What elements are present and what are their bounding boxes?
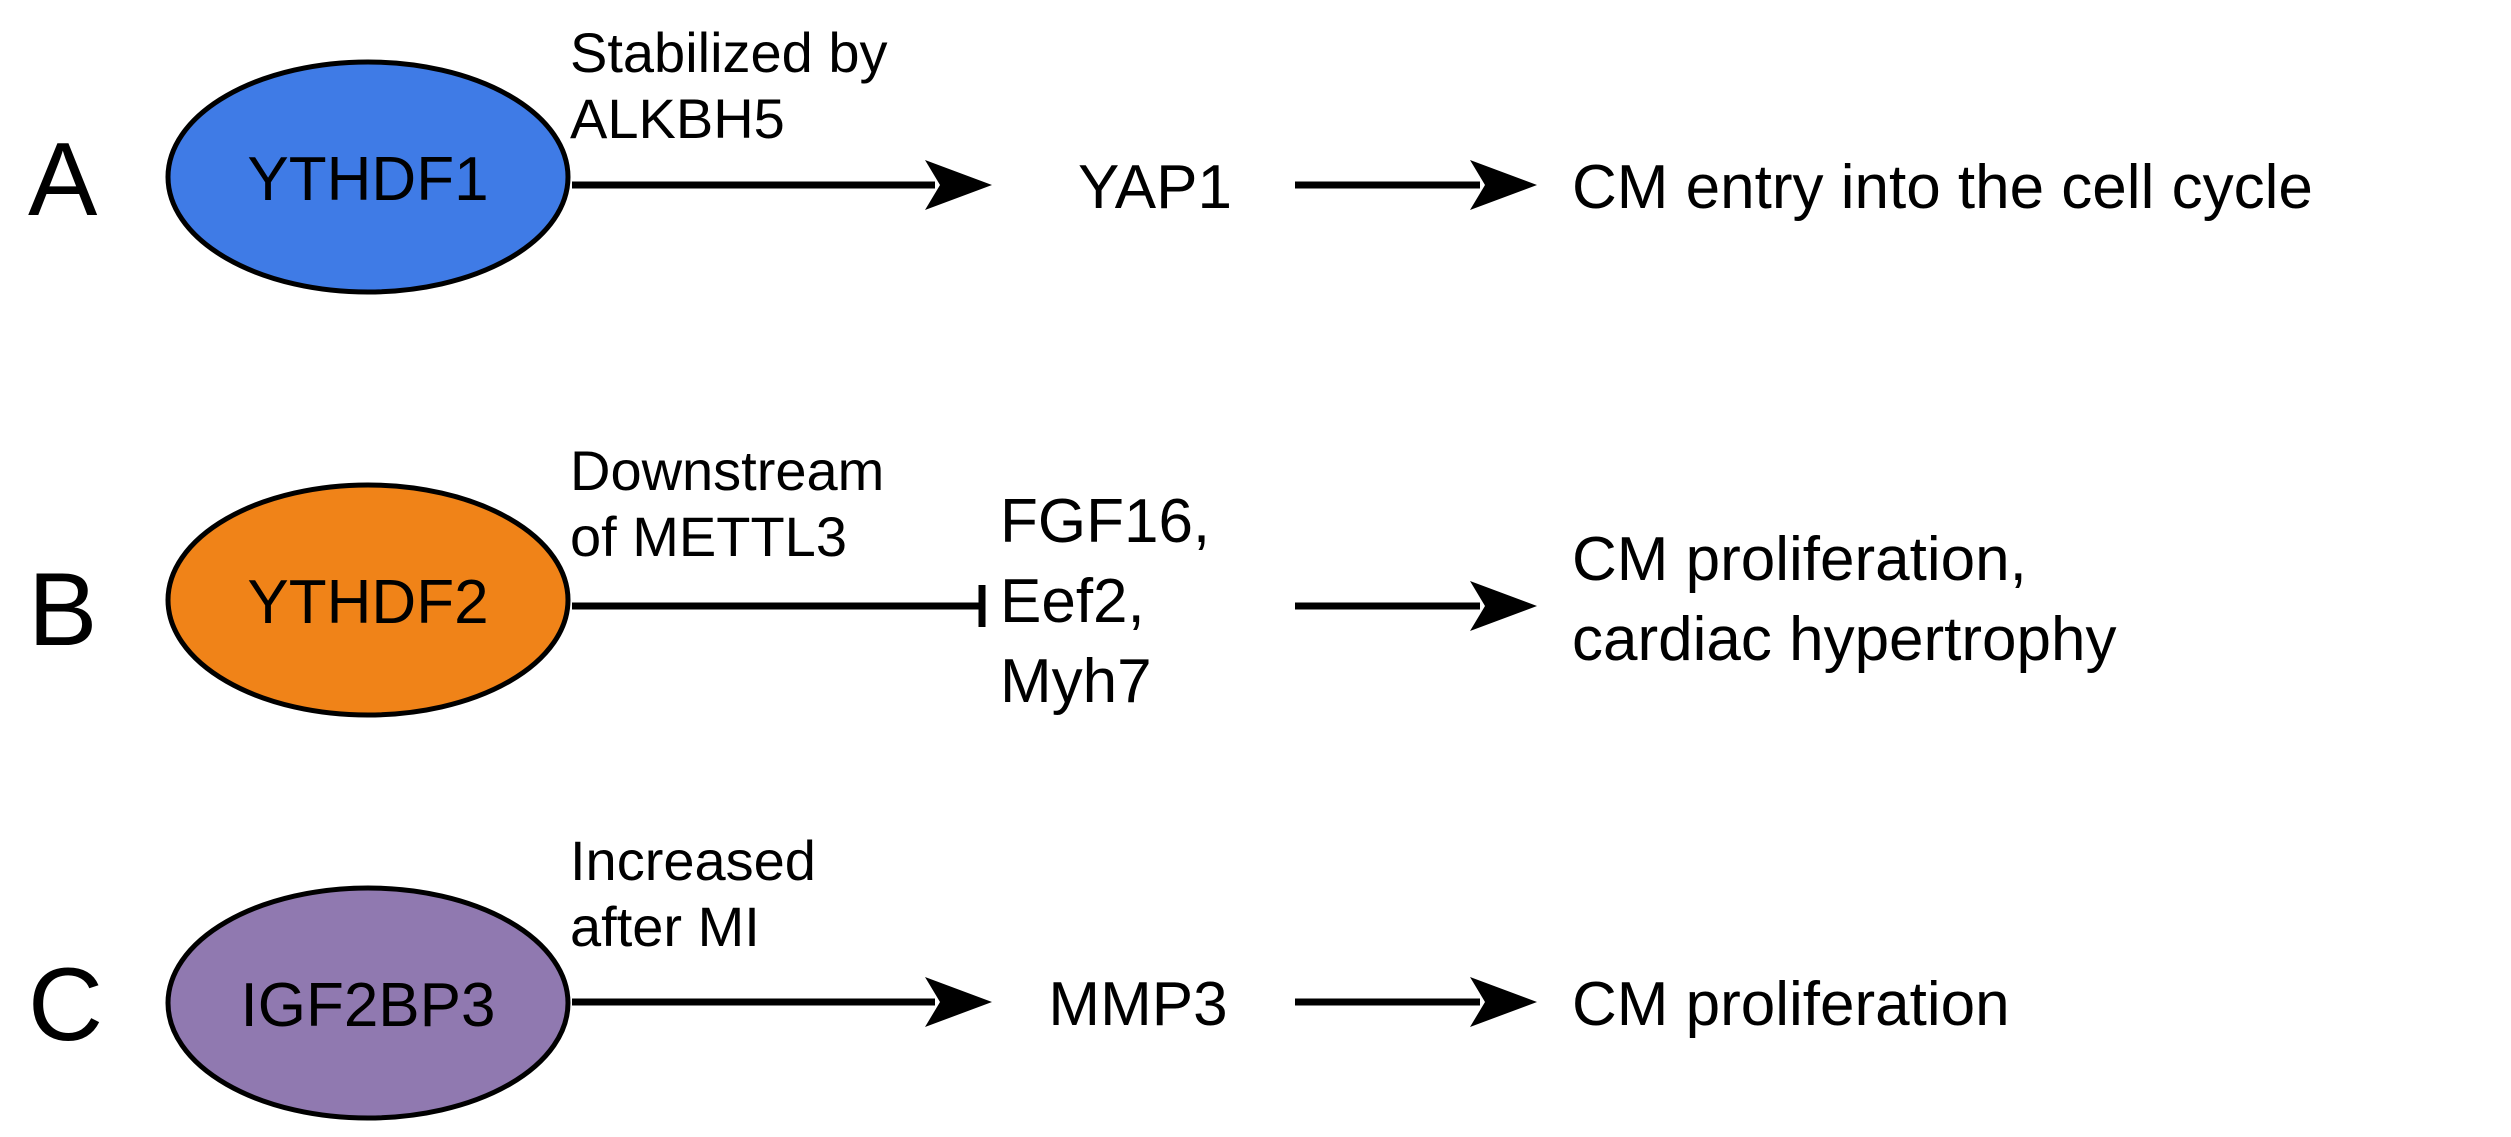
row-a-edge-label-line1: Stabilized by xyxy=(570,21,888,84)
row-b-outcome-line1: CM proliferation, xyxy=(1572,525,2027,594)
row-b-target-line1: FGF16, xyxy=(1000,487,1210,556)
row-b-letter: B xyxy=(28,552,97,668)
row-a-node-ellipse xyxy=(165,59,571,295)
row-c-outcome-arrowhead xyxy=(1470,977,1537,1027)
row-a-edge-label-line2: ALKBH5 xyxy=(570,87,785,150)
row-c-node-label: IGF2BP3 xyxy=(241,971,496,1040)
row-c-node-ellipse xyxy=(165,885,571,1121)
row-a-outcome-arrowhead xyxy=(1470,160,1537,210)
row-a: A YTHDF1 Stabilized by ALKBH5 YAP1 CM en… xyxy=(28,21,2313,295)
row-c-target-line1: MMP3 xyxy=(1048,970,1227,1039)
row-a-letter: A xyxy=(28,122,98,238)
row-c-activation-arrowhead xyxy=(925,977,992,1027)
row-c: C IGF2BP3 Increased after MI MMP3 CM pro… xyxy=(28,829,2010,1121)
row-a-target-line1: YAP1 xyxy=(1078,153,1232,222)
row-b-edge-label-line2: of METTL3 xyxy=(570,505,847,568)
row-b-edge-label-line1: Downstream xyxy=(570,439,884,502)
row-b-node-label: YTHDF2 xyxy=(247,568,488,637)
row-b-target-line3: Myh7 xyxy=(1000,647,1152,716)
row-a-outcome-line1: CM entry into the cell cycle xyxy=(1572,153,2313,222)
row-c-letter: C xyxy=(28,947,103,1063)
row-a-node-label: YTHDF1 xyxy=(247,145,488,214)
row-b-node-ellipse xyxy=(165,482,571,718)
row-a-activation-arrowhead xyxy=(925,160,992,210)
row-c-edge-label-line1: Increased xyxy=(570,829,816,892)
row-b-outcome-arrowhead xyxy=(1470,581,1537,631)
row-c-edge-label-line2: after MI xyxy=(570,895,760,958)
row-c-outcome-line1: CM proliferation xyxy=(1572,970,2010,1039)
row-b-target-line2: Eef2, xyxy=(1000,567,1145,636)
row-b: B YTHDF2 Downstream of METTL3 FGF16, Eef… xyxy=(28,439,2117,718)
row-b-outcome-line2: cardiac hypertrophy xyxy=(1572,605,2117,674)
